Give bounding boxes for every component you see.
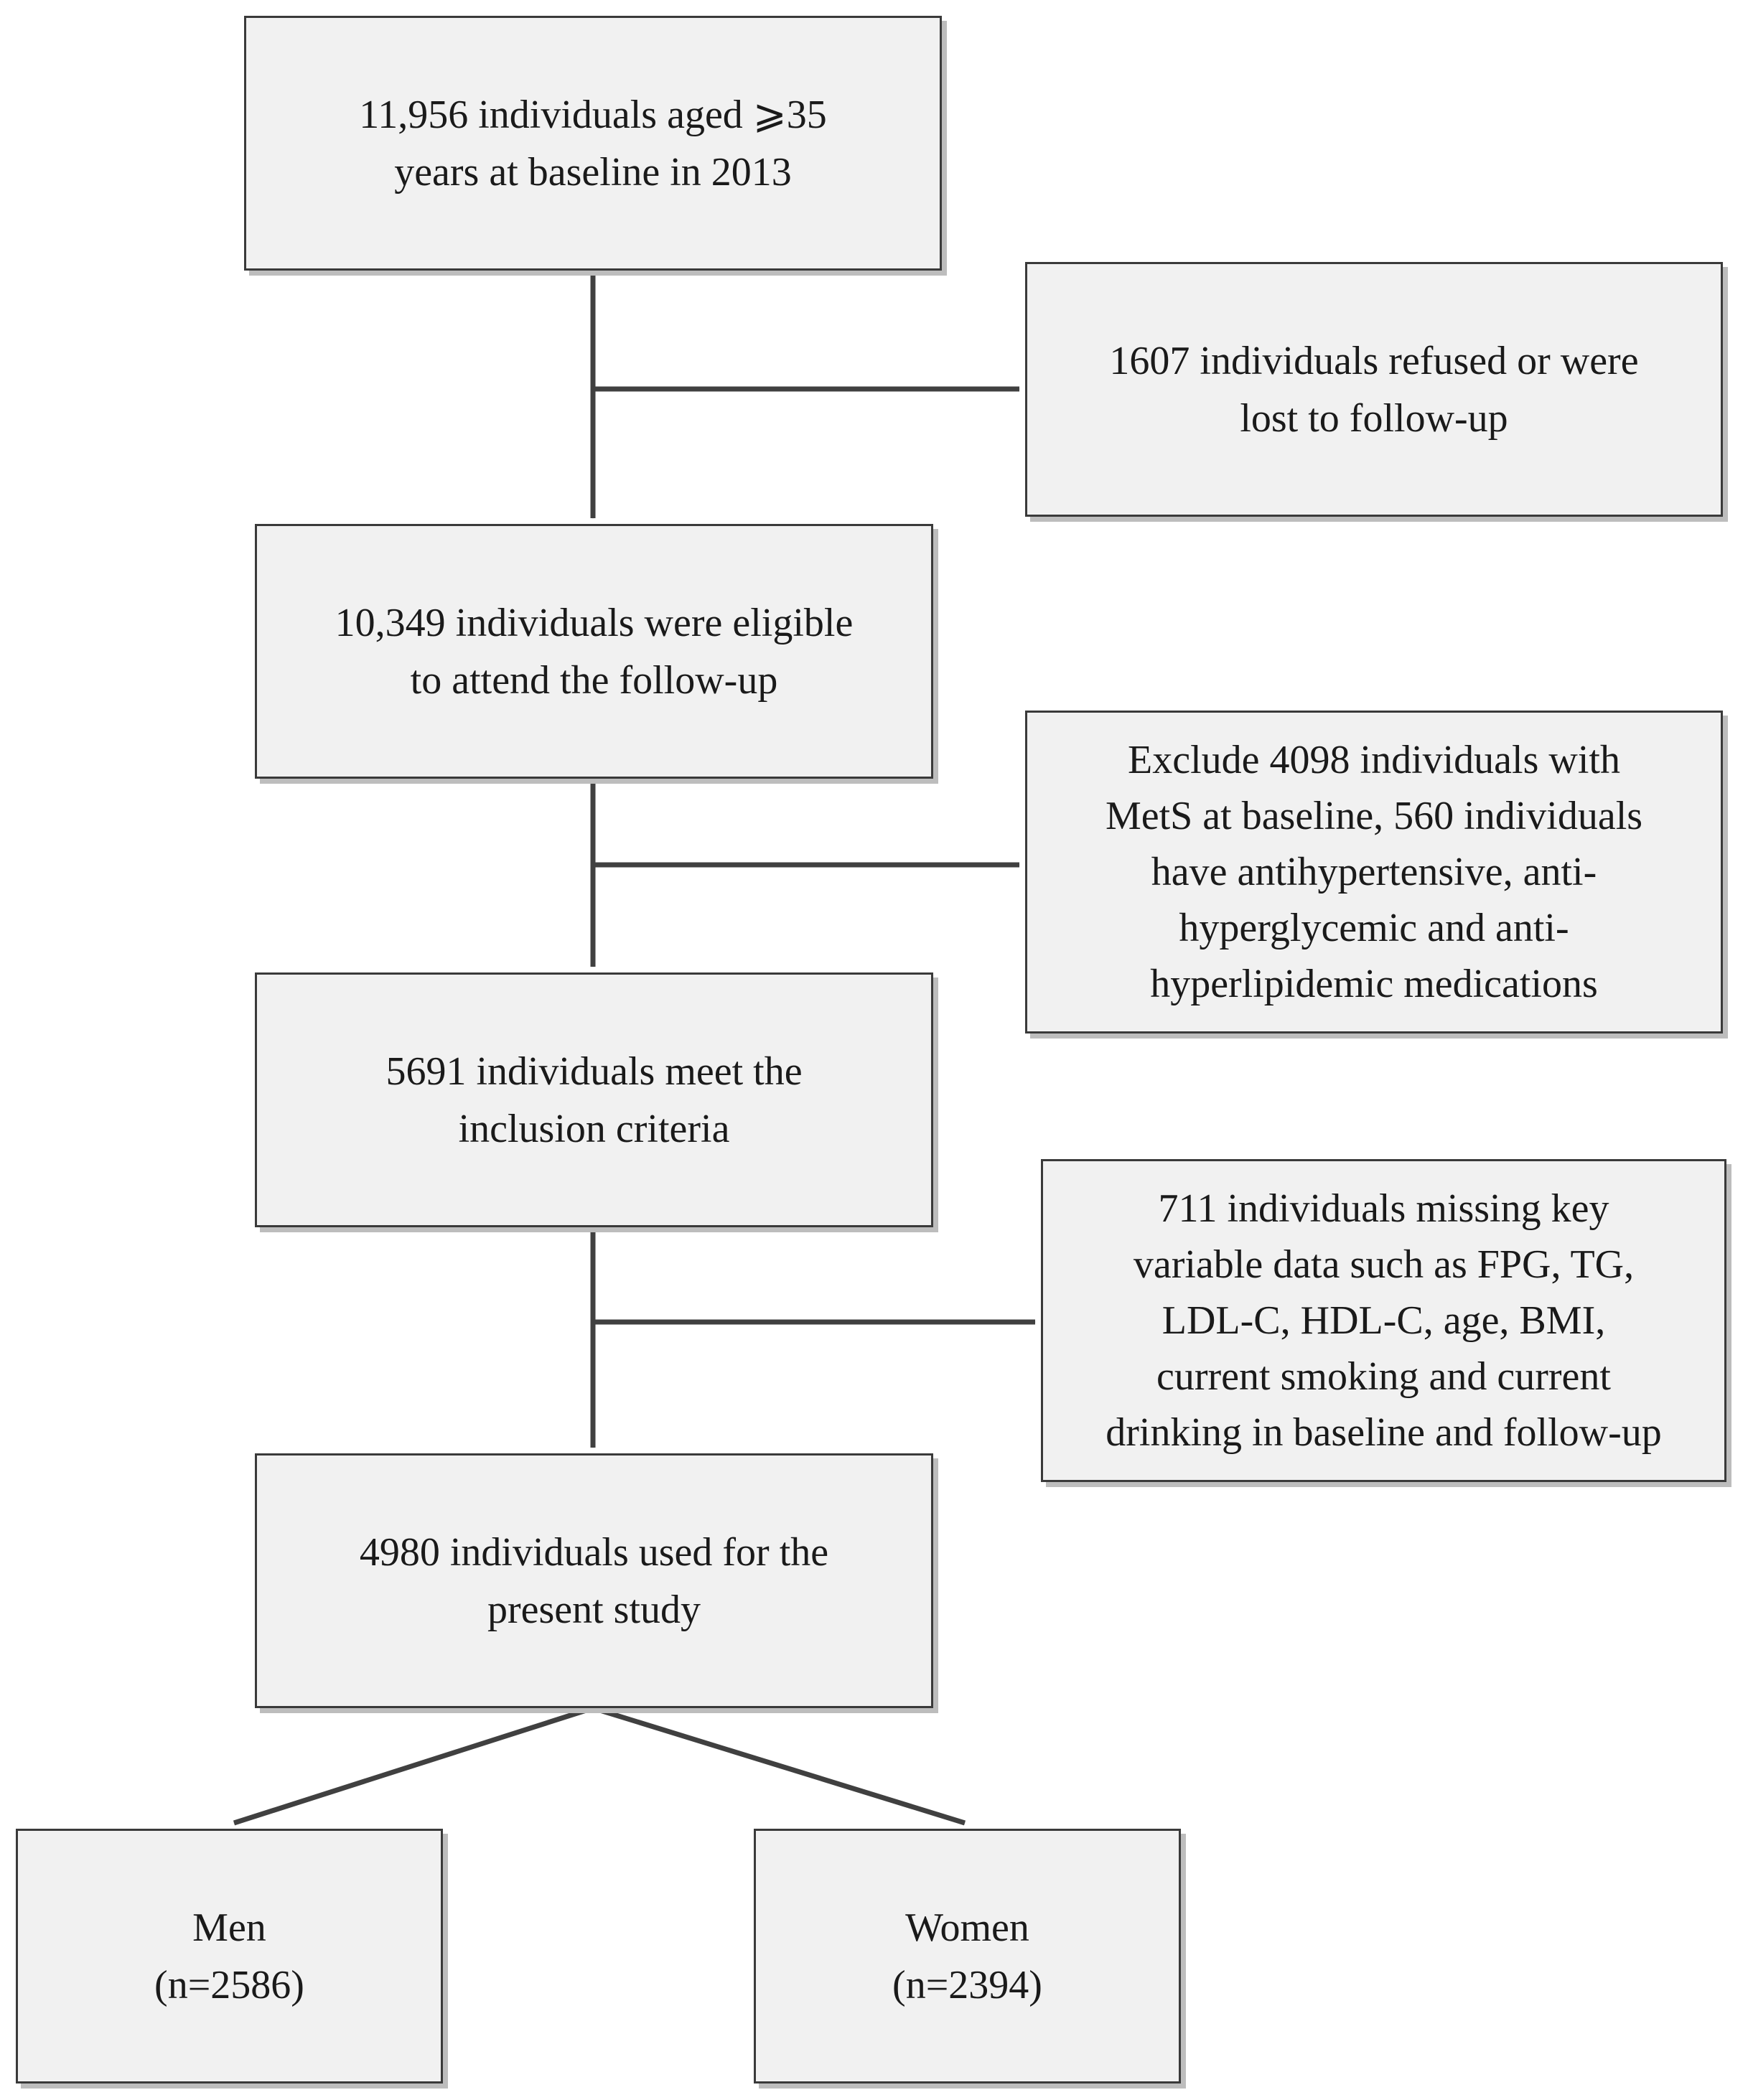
- refused-box: 1607 individuals refused or were lost to…: [1025, 262, 1723, 517]
- women-box: Women (n=2394): [754, 1829, 1181, 2083]
- women-text: Women (n=2394): [892, 1905, 1042, 2007]
- eligible-box: 10,349 individuals were eligible to atte…: [255, 524, 933, 779]
- excluded-box: Exclude 4098 individuals with MetS at ba…: [1025, 711, 1723, 1033]
- inclusion-text: 5691 individuals meet the inclusion crit…: [385, 1049, 803, 1151]
- final-study-text: 4980 individuals used for the present st…: [359, 1529, 829, 1632]
- refused-text: 1607 individuals refused or were lost to…: [1109, 338, 1639, 441]
- arrow-final-to-women: [592, 1705, 966, 1826]
- men-text: Men (n=2586): [154, 1905, 304, 2007]
- arrow-final-to-men: [233, 1705, 594, 1826]
- inclusion-box: 5691 individuals meet the inclusion crit…: [255, 972, 933, 1227]
- missing-data-box: 711 individuals missing key variable dat…: [1041, 1159, 1726, 1482]
- excluded-text: Exclude 4098 individuals with MetS at ba…: [1105, 738, 1643, 1006]
- men-box: Men (n=2586): [16, 1829, 443, 2083]
- final-study-box: 4980 individuals used for the present st…: [255, 1453, 933, 1708]
- baseline-text: 11,956 individuals aged ⩾35 years at bas…: [359, 92, 827, 194]
- eligible-text: 10,349 individuals were eligible to atte…: [335, 600, 854, 703]
- missing-data-text: 711 individuals missing key variable dat…: [1106, 1186, 1662, 1455]
- baseline-box: 11,956 individuals aged ⩾35 years at bas…: [244, 16, 942, 271]
